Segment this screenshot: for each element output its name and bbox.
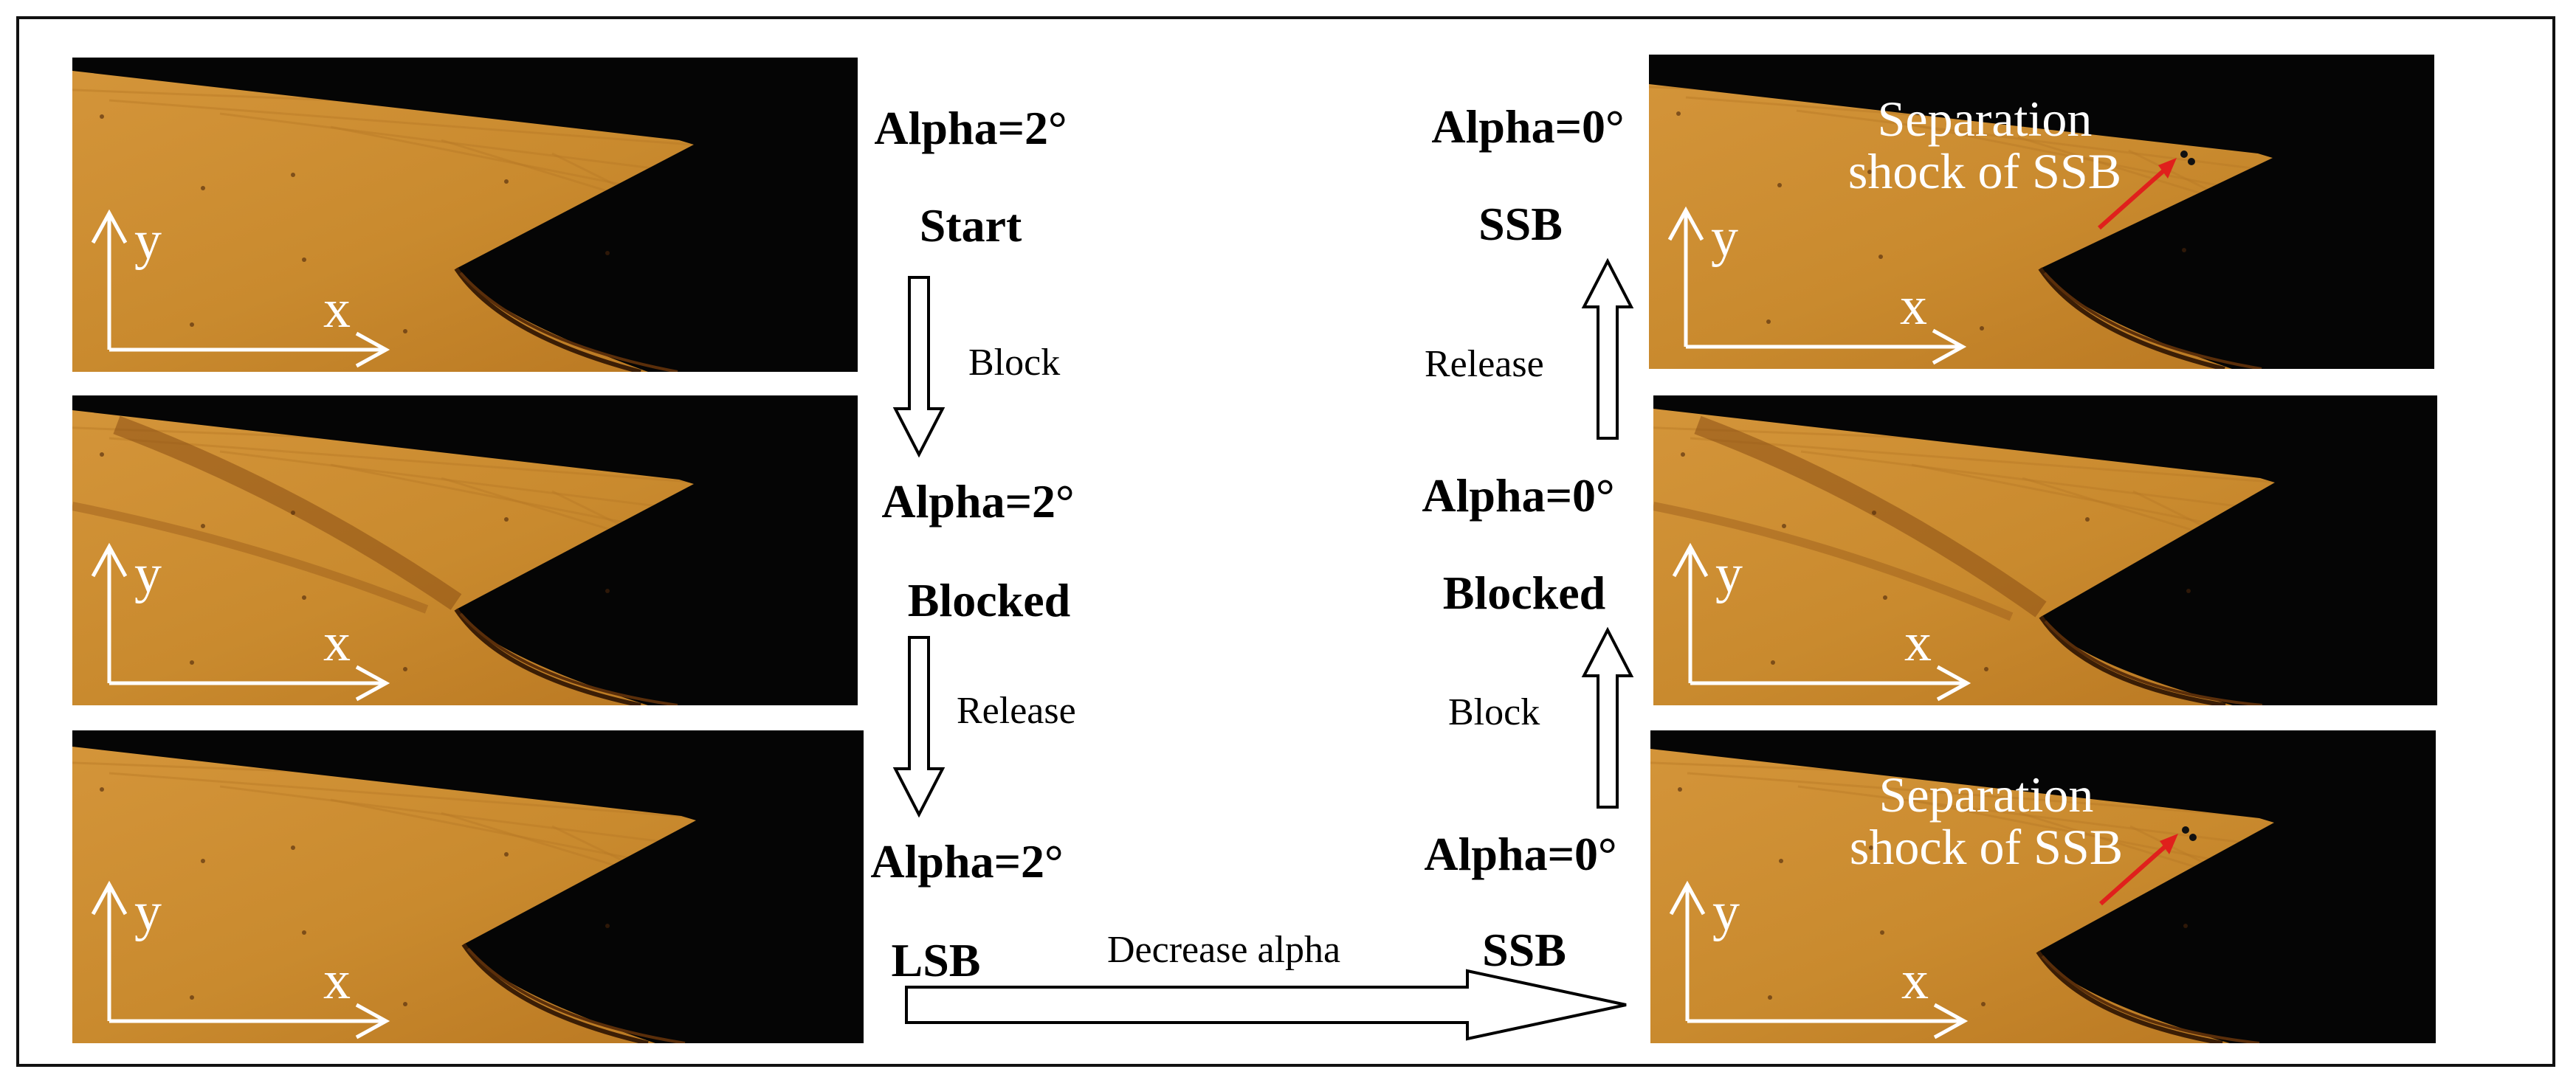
axis-label-x: x: [1900, 276, 1927, 336]
panel-alpha0-ssb-bottom: y x Separation shock of SSB: [1650, 730, 2436, 1043]
schlieren-image: [72, 58, 858, 372]
axis-label-y: y: [134, 882, 162, 942]
arrow-right-decrease-alpha: [905, 969, 1627, 1041]
axis-label-x: x: [323, 279, 351, 339]
schlieren-image: [1649, 55, 2434, 369]
arrow-down-release: [892, 636, 946, 818]
state-label-alpha0-blocked: Alpha=0°: [1422, 469, 1615, 522]
annotation-separation-shock: Separation shock of SSB: [1847, 91, 2122, 200]
panel-alpha0-ssb-top: y x Separation shock of SSB: [1649, 55, 2434, 369]
flow-label-left-release: Release: [957, 690, 1076, 732]
axis-label-y: y: [134, 210, 162, 271]
condition-label-lsb: LSB: [891, 934, 981, 986]
schlieren-image: [1653, 395, 2437, 705]
axis-label-x: x: [1901, 950, 1929, 1011]
condition-label-ssb-bottom: SSB: [1482, 924, 1566, 976]
axis-label-x: x: [323, 612, 351, 673]
state-label-alpha2-blocked: Alpha=2°: [881, 475, 1075, 528]
axis-label-y: y: [1715, 544, 1743, 604]
state-label-alpha0-ssb-top: Alpha=0°: [1431, 100, 1625, 153]
axis-label-y: y: [1712, 882, 1740, 942]
condition-label-blocked-right: Blocked: [1442, 567, 1606, 619]
arrow-up-block: [1581, 626, 1634, 809]
condition-label-ssb-top: SSB: [1478, 198, 1563, 250]
flow-label-right-block: Block: [1448, 691, 1540, 733]
condition-label-blocked-left: Blocked: [907, 574, 1071, 626]
arrow-down-block: [892, 276, 946, 458]
flow-label-left-block: Block: [968, 342, 1061, 384]
flow-label-decrease-alpha: Decrease alpha: [1107, 929, 1341, 971]
schlieren-image: [72, 730, 864, 1043]
axis-label-x: x: [1904, 612, 1932, 673]
annotation-separation-shock: Separation shock of SSB: [1849, 767, 2124, 876]
state-label-alpha2-lsb: Alpha=2°: [870, 835, 1064, 888]
flow-label-right-release: Release: [1425, 343, 1544, 385]
axis-label-x: x: [323, 950, 351, 1011]
state-label-alpha2-start: Alpha=2°: [874, 102, 1067, 154]
figure-border: [16, 16, 2555, 1067]
schlieren-image: [72, 395, 858, 705]
schlieren-image: [1650, 730, 2436, 1043]
state-label-alpha0-ssb-bottom: Alpha=0°: [1424, 828, 1617, 880]
arrow-up-release: [1581, 257, 1634, 440]
condition-label-start: Start: [919, 199, 1022, 252]
axis-label-y: y: [1711, 207, 1738, 268]
axis-label-y: y: [134, 544, 162, 604]
